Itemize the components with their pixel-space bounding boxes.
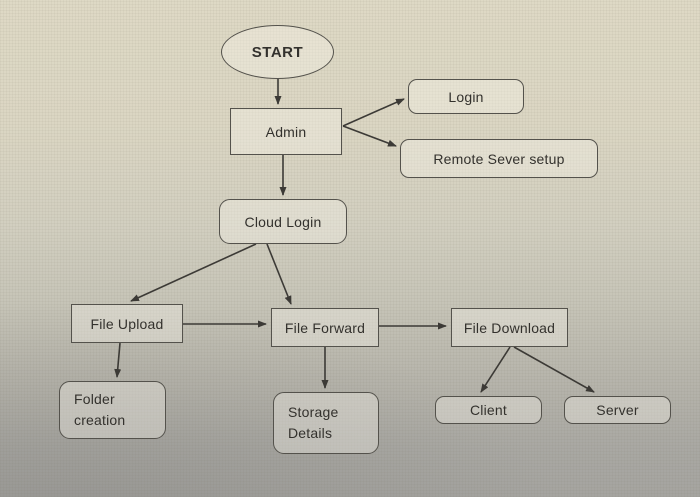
node-file-download: File Download: [451, 308, 568, 347]
edge-file-download-server: [513, 346, 595, 393]
edge-cloud-login-file-forward: [266, 243, 292, 305]
node-storage-details: Storage Details: [273, 392, 379, 454]
node-server: Server: [564, 396, 671, 424]
edge-admin-remote-sever-setup: [342, 125, 397, 147]
node-storage-details-line1: Storage: [288, 404, 339, 420]
node-start-label: START: [251, 43, 304, 61]
node-file-download-label: File Download: [463, 319, 556, 336]
node-cloud-login: Cloud Login: [219, 199, 347, 244]
node-login-label: Login: [448, 88, 484, 105]
node-folder-creation: Folder creation: [59, 381, 166, 439]
node-file-upload-label: File Upload: [90, 315, 164, 332]
node-client: Client: [435, 396, 542, 424]
node-remote-sever-setup-label: Remote Sever setup: [433, 150, 565, 167]
node-start: START: [221, 25, 334, 79]
node-login: Login: [408, 79, 524, 114]
edge-file-download-client: [480, 346, 511, 393]
node-admin-label: Admin: [265, 123, 307, 140]
node-file-forward: File Forward: [271, 308, 379, 347]
node-cloud-login-label: Cloud Login: [244, 213, 322, 230]
node-server-label: Server: [596, 402, 639, 418]
node-folder-creation-line2: creation: [74, 412, 126, 428]
edge-cloud-login-file-upload: [130, 243, 257, 302]
node-folder-creation-line1: Folder: [74, 391, 115, 407]
node-admin: Admin: [230, 108, 342, 155]
node-file-upload: File Upload: [71, 304, 183, 343]
node-remote-sever-setup: Remote Sever setup: [400, 139, 598, 178]
node-file-forward-label: File Forward: [284, 319, 366, 336]
edge-file-upload-folder-creation: [114, 342, 122, 378]
node-storage-details-line2: Details: [288, 425, 333, 441]
edge-admin-login: [342, 98, 405, 127]
node-client-label: Client: [470, 402, 507, 418]
